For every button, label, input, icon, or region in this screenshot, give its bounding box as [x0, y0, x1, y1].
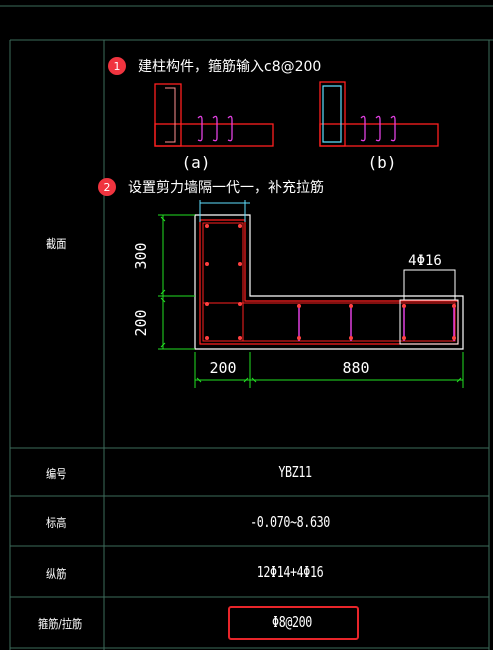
dim-width-right: 880 [342, 359, 369, 377]
section-drawing [194, 200, 464, 350]
dim-width-left: 200 [209, 359, 236, 377]
dim-height-bottom: 200 [132, 309, 150, 336]
row-value-longitudinal-rebar: 12Φ14+4Φ16 [256, 563, 324, 581]
rebar-callout-label: 4Φ16 [408, 253, 442, 269]
row-value-stirrup: Φ8@200 [272, 613, 312, 631]
sketch-b-label: (b) [368, 153, 397, 172]
row-value-elevation: -0.070~8.630 [250, 513, 330, 531]
annotation-2-text: 设置剪力墙隔一代一，补充拉筋 [128, 180, 324, 196]
table-grid [0, 5, 493, 650]
annotation-1-text: 建柱构件，箍筋输入c8@200 [138, 59, 322, 75]
sketch-a [154, 83, 274, 147]
stirrup-highlight-box [228, 606, 359, 640]
sketch-a-label: (a) [182, 153, 211, 172]
dimension-lines [158, 214, 464, 388]
section-cell-label: 截面 [46, 237, 67, 251]
row-value-number: YBZ11 [278, 463, 312, 481]
dim-height-top: 300 [132, 242, 150, 269]
row-label-longitudinal-rebar: 纵筋 [46, 567, 67, 581]
annotation-2-badge: 2 [98, 178, 116, 196]
row-label-elevation: 标高 [46, 516, 67, 530]
annotation-1-badge: 1 [108, 57, 126, 75]
row-label-number: 编号 [46, 467, 67, 481]
sketch-b [319, 81, 439, 147]
annotation-1: 1 建柱构件，箍筋输入c8@200 [108, 56, 321, 76]
annotation-2: 2 设置剪力墙隔一代一，补充拉筋 [98, 177, 324, 197]
row-label-stirrup: 箍筋/拉筋 [38, 617, 83, 631]
